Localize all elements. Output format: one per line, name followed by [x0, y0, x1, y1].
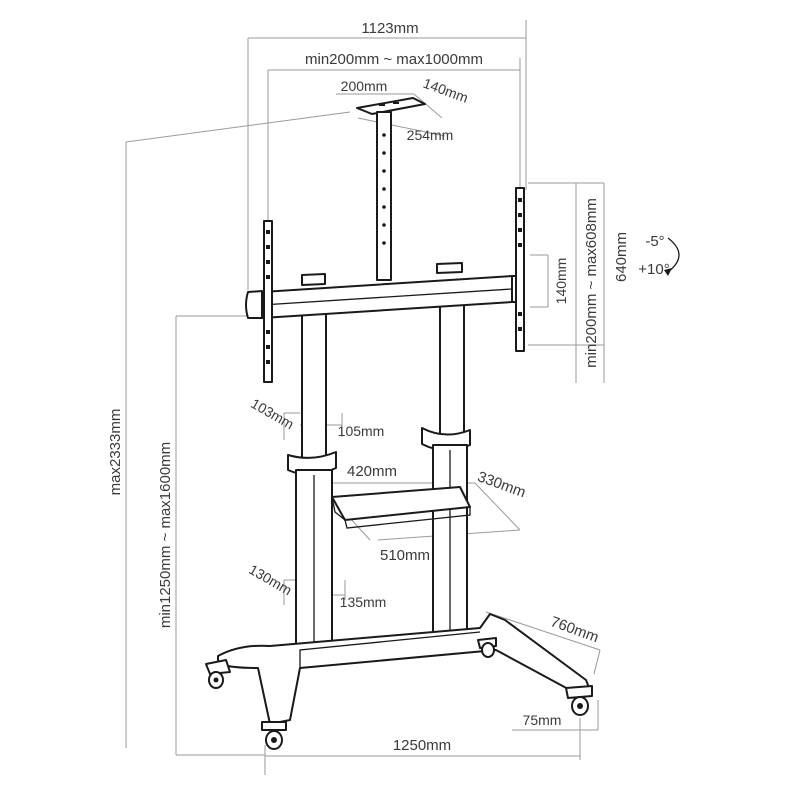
upper-pole-width-label: 103mm: [248, 395, 296, 432]
max-height-label: max2333mm: [107, 409, 124, 496]
top-plate-height-label: 254mm: [407, 127, 454, 143]
top-plate: [356, 97, 426, 115]
dimension-labels: 1123mm min200mm ~ max1000mm 200mm 140mm …: [107, 20, 670, 754]
rail-total-label: 640mm: [613, 232, 630, 282]
central-column: [376, 111, 392, 281]
right-pole-upper: [439, 299, 465, 451]
top-plate-width-label: 200mm: [341, 78, 388, 94]
adjust-width-label: min200mm ~ max1000mm: [305, 51, 483, 68]
rail-range-label: min200mm ~ max608mm: [583, 198, 600, 368]
left-rail-slots: [266, 230, 270, 364]
base-width-label: 1250mm: [393, 737, 451, 754]
tilt-down-label: -5°: [645, 233, 664, 250]
caster-rear-left: [205, 659, 231, 689]
left-vesa-rail: [263, 220, 273, 383]
left-pole-upper: [301, 304, 327, 466]
caster-offset-label: 75mm: [523, 712, 562, 728]
column-holes: [382, 133, 386, 245]
top-plate-depth-label: 140mm: [421, 75, 470, 106]
tilt-up-label: +10°: [638, 261, 669, 278]
dimension-lines: [125, 20, 605, 775]
shelf-depth-label: 330mm: [475, 468, 528, 501]
rail-height-label: 140mm: [553, 258, 569, 305]
right-rail-slots: [518, 198, 522, 331]
caster-front-left: [261, 721, 287, 750]
tilt-arrowhead-icon: [664, 268, 672, 276]
tv-stand: [205, 97, 593, 750]
upper-pole-depth-label: 105mm: [338, 423, 385, 439]
lower-pole-depth-label: 135mm: [340, 594, 387, 610]
right-vesa-rail: [515, 187, 525, 352]
caster-rear-right: [477, 637, 497, 658]
shelf-span-label: 510mm: [380, 547, 430, 564]
base-frame: [217, 613, 591, 725]
shelf-width-label: 420mm: [347, 463, 397, 480]
height-range-label: min1250mm ~ max1600mm: [157, 442, 174, 628]
lower-pole-width-label: 130mm: [246, 561, 294, 598]
overall-width-label: 1123mm: [361, 20, 418, 37]
caster-front-right: [565, 685, 593, 716]
